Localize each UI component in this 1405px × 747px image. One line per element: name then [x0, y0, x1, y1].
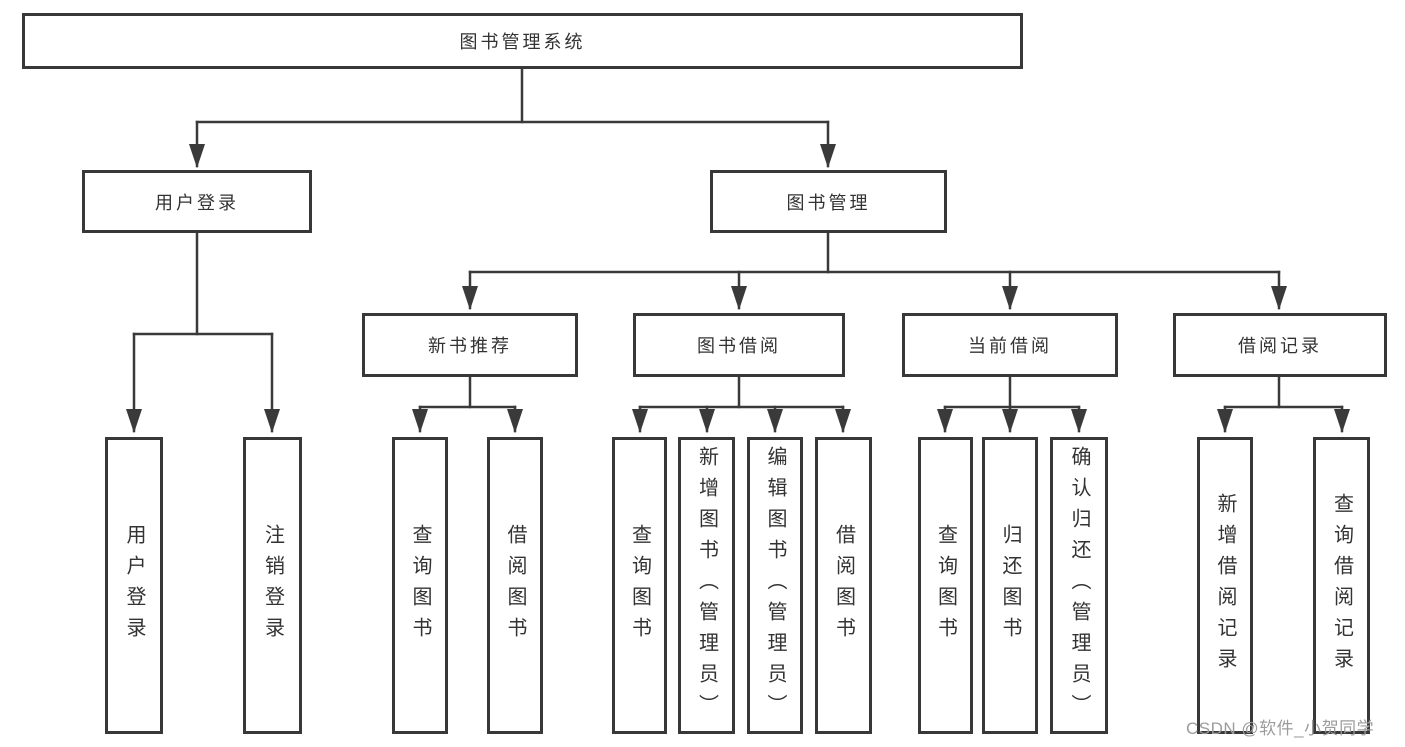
node-label: 图书管理系统	[459, 32, 586, 52]
node-user-login: 用户登录	[82, 170, 312, 233]
leaf-label: 用户登录	[123, 523, 145, 648]
leaf-label: 确认归还（管理员）	[1068, 446, 1090, 725]
leaf-label: 注销登录	[261, 523, 284, 648]
leaf-borrow-books: 借阅图书	[815, 437, 872, 734]
leaf-label: 查询图书	[409, 523, 431, 648]
leaf-query-books-current: 查询图书	[918, 437, 973, 734]
node-label: 用户登录	[155, 192, 239, 213]
leaf-label: 查询借阅记录	[1330, 492, 1353, 679]
node-library-management-system: 图书管理系统	[22, 13, 1023, 69]
node-label: 当前借阅	[968, 336, 1052, 356]
leaf-label: 借阅图书	[832, 523, 855, 648]
leaf-label: 归还图书	[999, 523, 1021, 648]
node-label: 借阅记录	[1238, 336, 1322, 356]
node-book-borrowing: 图书借阅	[633, 313, 845, 377]
leaf-query-books-borrow: 查询图书	[612, 437, 667, 734]
node-new-book-recommend: 新书推荐	[362, 313, 578, 377]
leaf-label: 编辑图书（管理员）	[764, 446, 786, 725]
leaf-confirm-return-admin: 确认归还（管理员）	[1050, 437, 1108, 734]
node-label: 图书管理	[786, 192, 871, 213]
leaf-user-login: 用户登录	[105, 437, 163, 734]
node-current-borrowing: 当前借阅	[902, 313, 1118, 377]
leaf-add-borrow-record: 新增借阅记录	[1197, 437, 1253, 734]
node-label: 新书推荐	[428, 336, 512, 356]
leaf-label: 借阅图书	[504, 523, 526, 648]
node-borrowing-records: 借阅记录	[1173, 313, 1387, 377]
leaf-label: 查询图书	[934, 523, 957, 648]
leaf-label: 新增图书（管理员）	[695, 446, 718, 725]
leaf-query-borrow-record: 查询借阅记录	[1313, 437, 1370, 734]
leaf-label: 查询图书	[628, 523, 651, 648]
leaf-edit-books-admin: 编辑图书（管理员）	[747, 437, 803, 734]
node-label: 图书借阅	[697, 336, 781, 356]
leaf-borrow-books-recommend: 借阅图书	[487, 437, 543, 734]
leaf-query-books-recommend: 查询图书	[392, 437, 448, 734]
leaf-add-books-admin: 新增图书（管理员）	[678, 437, 735, 734]
node-book-management: 图书管理	[710, 170, 947, 233]
leaf-label: 新增借阅记录	[1214, 492, 1236, 679]
csdn-watermark: CSDN @软件_小贺同学	[1186, 719, 1375, 738]
leaf-return-books: 归还图书	[982, 437, 1038, 734]
leaf-logout-login: 注销登录	[243, 437, 302, 734]
